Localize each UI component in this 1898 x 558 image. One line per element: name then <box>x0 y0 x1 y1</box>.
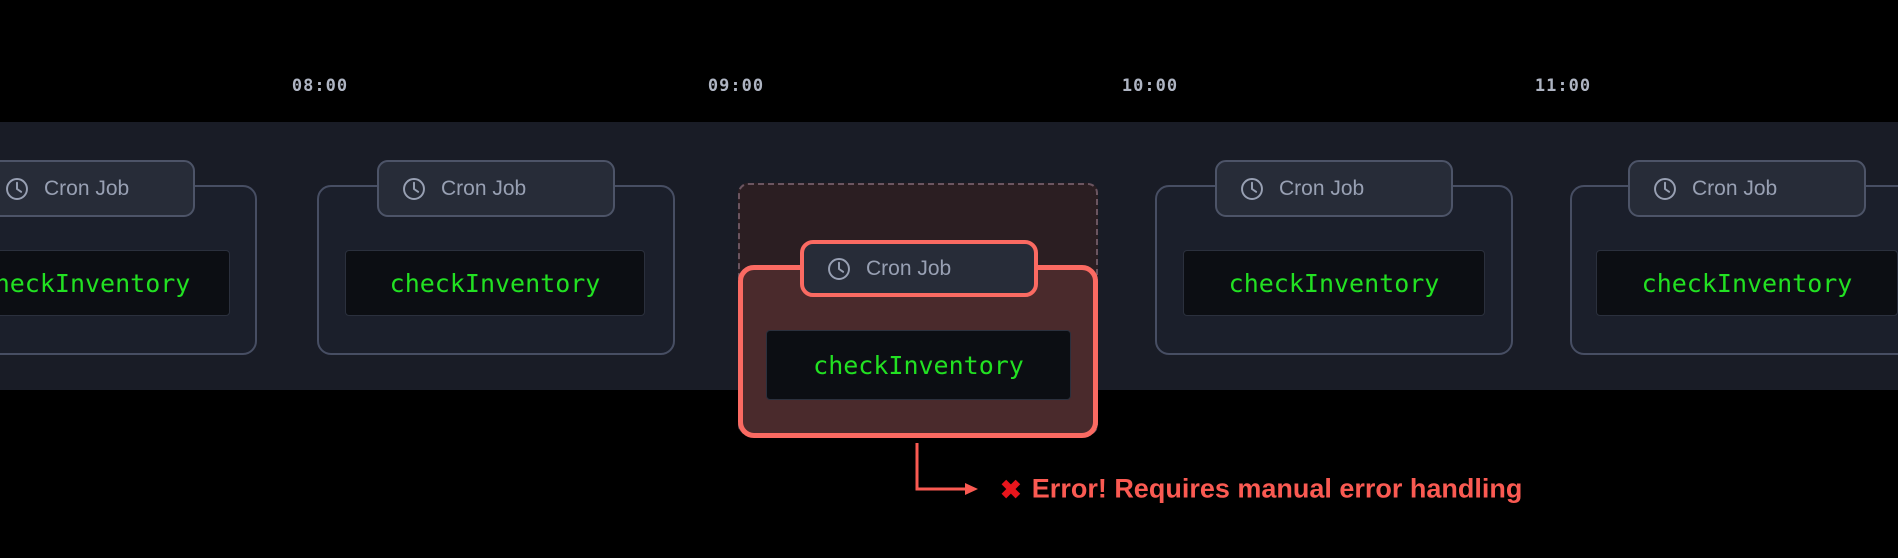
cron-job-badge-label: Cron Job <box>1279 176 1365 200</box>
clock-icon <box>6 177 28 200</box>
cron-job-badge-label: Cron Job <box>866 256 952 280</box>
job-name-text: checkInventory <box>389 268 601 298</box>
axis-tick-0800: 08:00 <box>291 76 349 96</box>
clock-icon <box>403 177 425 200</box>
clock-icon <box>1654 177 1676 200</box>
axis-tick-1000: 10:00 <box>1121 76 1179 96</box>
job-name-text: checkInventory <box>1641 268 1853 298</box>
job-name-code-block[interactable]: checkInventory <box>766 330 1071 400</box>
error-message: ✖ Error! Requires manual error handling <box>1000 474 1522 505</box>
cron-job-badge[interactable]: Cron Job <box>1215 160 1453 217</box>
cron-job-badge-label: Cron Job <box>44 176 130 200</box>
cron-job-badge-label: Cron Job <box>441 176 527 200</box>
cron-job-badge[interactable]: Cron Job <box>377 160 615 217</box>
job-name-text: checkInventory <box>1228 268 1440 298</box>
job-name-text: checkInventory <box>0 268 191 298</box>
axis-tick-0900: 09:00 <box>707 76 765 96</box>
job-name-code-block[interactable]: checkInventory <box>345 250 645 316</box>
clock-icon <box>828 257 850 280</box>
axis-tick-1100: 11:00 <box>1534 76 1592 96</box>
error-message-text: Error! Requires manual error handling <box>1031 473 1523 504</box>
job-name-text: checkInventory <box>813 350 1024 380</box>
elbow-arrow-icon <box>915 443 971 491</box>
cron-job-badge[interactable]: Cron Job <box>800 240 1038 297</box>
cron-job-badge[interactable]: Cron Job <box>1628 160 1866 217</box>
cron-job-badge[interactable]: Cron Job <box>0 160 195 217</box>
job-name-code-block[interactable]: checkInventory <box>1183 250 1485 316</box>
clock-icon <box>1241 177 1263 200</box>
cron-job-badge-label: Cron Job <box>1692 176 1778 200</box>
cross-mark-icon: ✖ <box>1000 474 1022 504</box>
job-name-code-block[interactable]: checkInventory <box>0 250 230 316</box>
job-name-code-block[interactable]: checkInventory <box>1596 250 1898 316</box>
arrow-head-icon <box>965 483 978 495</box>
timeline-axis: 08:00 09:00 10:00 11:00 <box>0 0 1898 122</box>
